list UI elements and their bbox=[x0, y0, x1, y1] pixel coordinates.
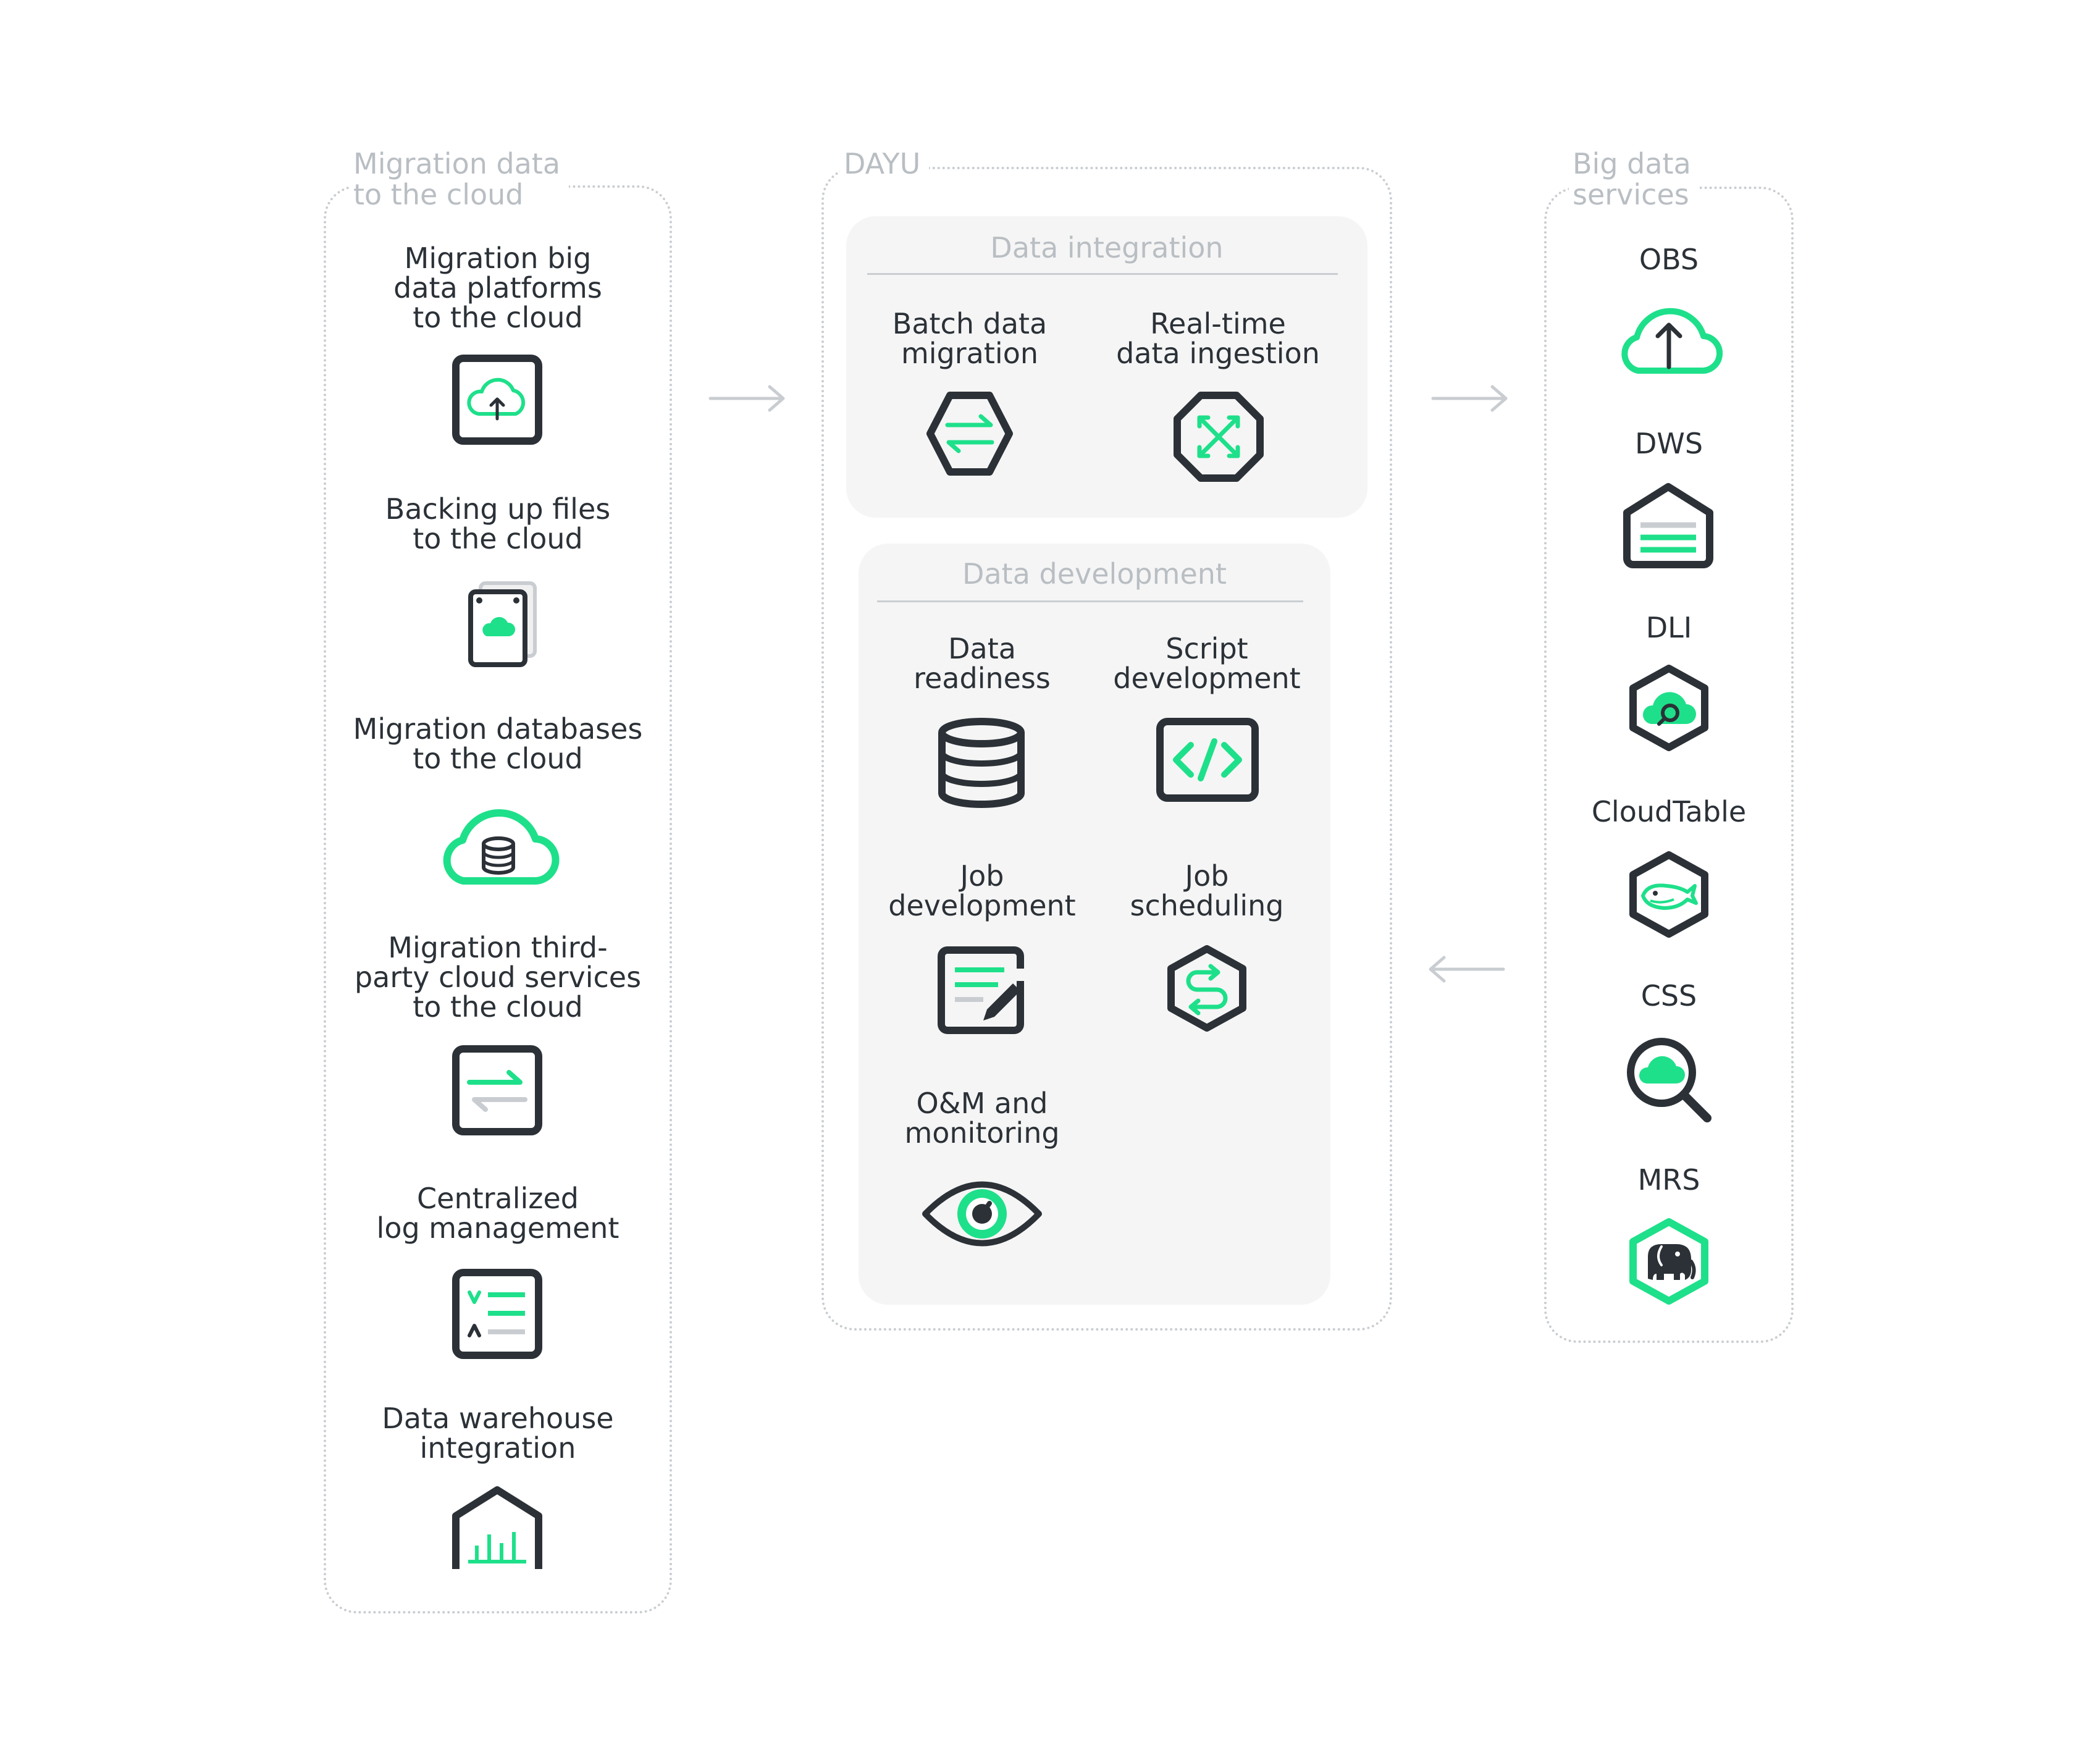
right-item-label: CSS bbox=[1640, 979, 1697, 1012]
left-panel-title: Migration data to the cloud bbox=[350, 148, 569, 210]
right-item-label: OBS bbox=[1639, 243, 1699, 276]
cloud-database-icon bbox=[443, 809, 560, 885]
log-list-icon bbox=[452, 1269, 542, 1359]
arrow-right-icon bbox=[708, 385, 785, 412]
left-item-label: Migration databases to the cloud bbox=[353, 712, 643, 775]
eye-icon bbox=[922, 1181, 1042, 1247]
realtime-ingestion-icon bbox=[1174, 392, 1264, 482]
dws-warehouse-icon bbox=[1623, 483, 1713, 568]
development-item-label: Data readiness bbox=[914, 632, 1051, 695]
code-icon bbox=[1156, 718, 1259, 802]
batch-migration-icon bbox=[926, 392, 1013, 476]
css-search-icon bbox=[1627, 1038, 1712, 1122]
development-subpanel: Data development bbox=[859, 544, 1330, 1305]
development-item-label: O&M and monitoring bbox=[904, 1087, 1060, 1150]
development-item-label: Script development bbox=[1113, 632, 1301, 695]
warehouse-chart-icon bbox=[452, 1486, 542, 1569]
dli-hexagon-icon bbox=[1629, 665, 1708, 751]
mrs-elephant-icon bbox=[1629, 1218, 1708, 1305]
left-item-label: Centralized log management bbox=[376, 1182, 620, 1245]
integration-title: Data integration bbox=[990, 231, 1224, 264]
development-divider bbox=[877, 600, 1303, 602]
transfer-arrows-icon bbox=[452, 1045, 542, 1135]
center-panel-title: DAYU bbox=[840, 148, 930, 179]
center-panel bbox=[821, 167, 1392, 1331]
right-item-label: MRS bbox=[1637, 1163, 1700, 1197]
integration-divider bbox=[867, 273, 1338, 275]
arrow-left-icon bbox=[1429, 956, 1505, 983]
left-item-label: Data warehouse integration bbox=[382, 1402, 614, 1465]
left-item-label: Backing up files to the cloud bbox=[385, 492, 611, 555]
file-cloud-icon bbox=[468, 581, 537, 667]
right-item-label: DLI bbox=[1645, 611, 1692, 644]
cloudtable-whale-icon bbox=[1629, 851, 1708, 938]
integration-subpanel: Data integration bbox=[846, 216, 1367, 518]
database-stack-icon bbox=[938, 718, 1025, 808]
arrow-right-icon bbox=[1431, 385, 1508, 412]
scheduling-icon bbox=[1167, 945, 1246, 1032]
integration-item-label: Real-time data ingestion bbox=[1116, 307, 1320, 370]
obs-cloud-icon bbox=[1621, 308, 1723, 374]
right-item-label: CloudTable bbox=[1591, 795, 1747, 828]
left-item-label: Migration third- party cloud services to… bbox=[354, 931, 642, 1024]
right-item-label: DWS bbox=[1634, 427, 1703, 460]
right-panel-title: Big data services bbox=[1569, 148, 1700, 210]
integration-item-label: Batch data migration bbox=[892, 307, 1048, 370]
development-item-label: Job development bbox=[888, 859, 1076, 922]
development-title: Data development bbox=[962, 557, 1227, 591]
left-item-label: Migration big data platforms to the clou… bbox=[393, 242, 602, 334]
cloud-upload-icon bbox=[452, 355, 542, 445]
development-item-label: Job scheduling bbox=[1130, 859, 1284, 922]
edit-document-icon bbox=[938, 946, 1024, 1034]
